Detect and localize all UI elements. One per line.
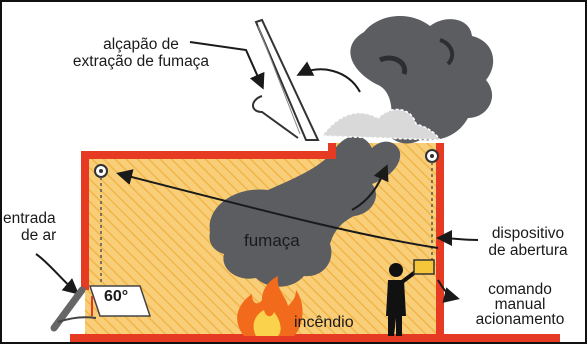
airflow-arrows xyxy=(35,41,479,303)
fire-label: incêndio xyxy=(294,314,354,331)
air-inlet-flap xyxy=(50,285,152,332)
angle-label: 60° xyxy=(104,288,129,305)
smoke-cloud xyxy=(209,15,494,287)
smoke-outlet xyxy=(320,108,442,141)
fire-icon xyxy=(237,276,303,336)
hatch-flap xyxy=(252,18,320,141)
control-panel xyxy=(413,259,435,275)
hatch-label: alçapão de extração de fumaça xyxy=(72,36,210,70)
manual-control-label: comando manual acionamento xyxy=(475,281,565,328)
smoke-label: fumaça xyxy=(244,231,300,250)
opening-device-label: dispositivo de abertura xyxy=(488,225,568,259)
air-inlet-label: entrada de ar xyxy=(3,210,57,244)
